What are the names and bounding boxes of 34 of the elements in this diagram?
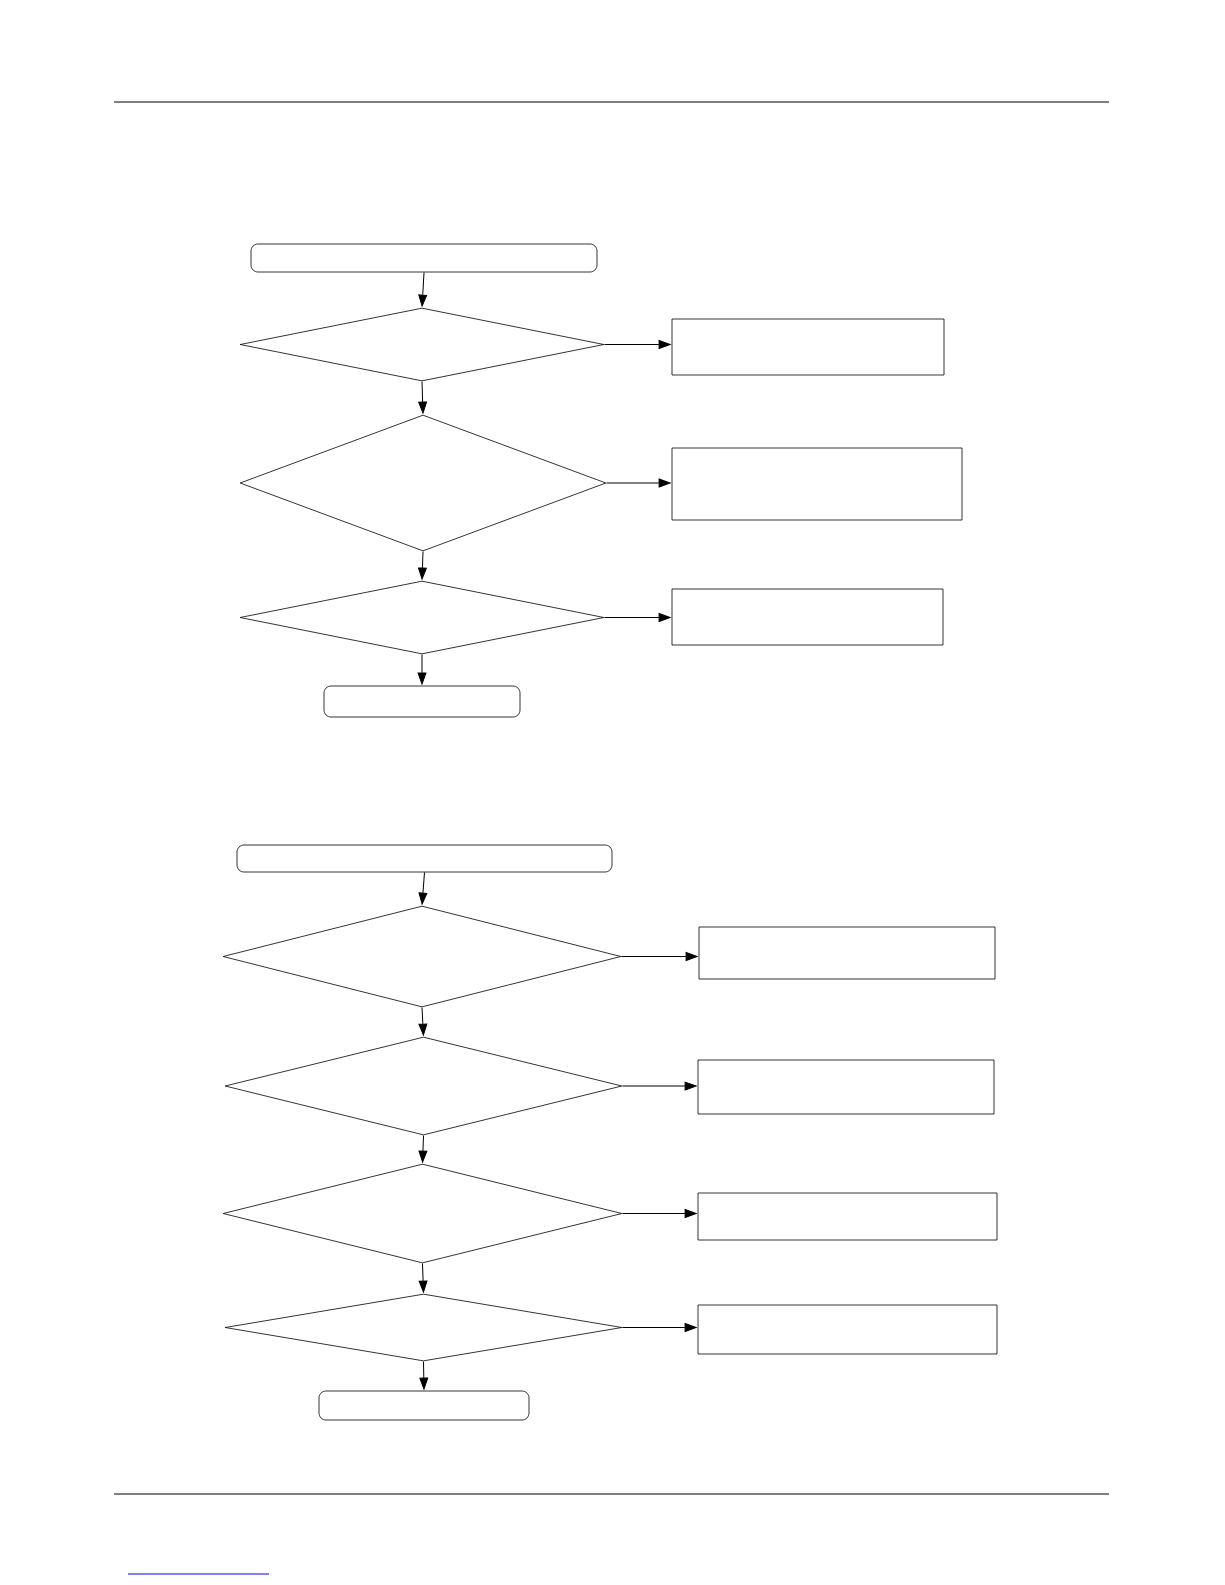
terminal-box [236,844,613,873]
flowchart-box [671,447,963,521]
arrow [418,1262,428,1293]
arrow [603,613,671,622]
decision-diamond [239,580,605,655]
decision-diamond [239,414,607,552]
decision-diamond [239,307,605,382]
arrow [418,550,427,580]
arrow [603,340,671,349]
arrow [418,1134,428,1163]
arrow [418,271,428,307]
flowchart-box [697,1304,998,1355]
arrow [621,1081,697,1091]
flowchart-box [698,926,996,980]
flowchart-box [671,588,944,646]
terminal-box [323,685,521,718]
arrow [419,1360,429,1390]
arrow [417,653,427,685]
decision-diamond [222,1163,623,1264]
decision-diamond [224,1036,623,1136]
arrow [605,478,671,488]
arrow [418,380,428,414]
decision-diamond [222,905,622,1008]
arrow [621,1323,697,1332]
terminal-box [250,243,598,273]
flowchart-box [671,318,945,376]
arrow [620,952,698,961]
flowchart-box [697,1059,995,1115]
flowchart-box [697,1192,998,1241]
arrow [621,1209,697,1218]
terminal-box [318,1390,530,1421]
arrow [418,871,428,905]
decision-diamond [224,1293,623,1362]
arrow [418,1006,428,1036]
